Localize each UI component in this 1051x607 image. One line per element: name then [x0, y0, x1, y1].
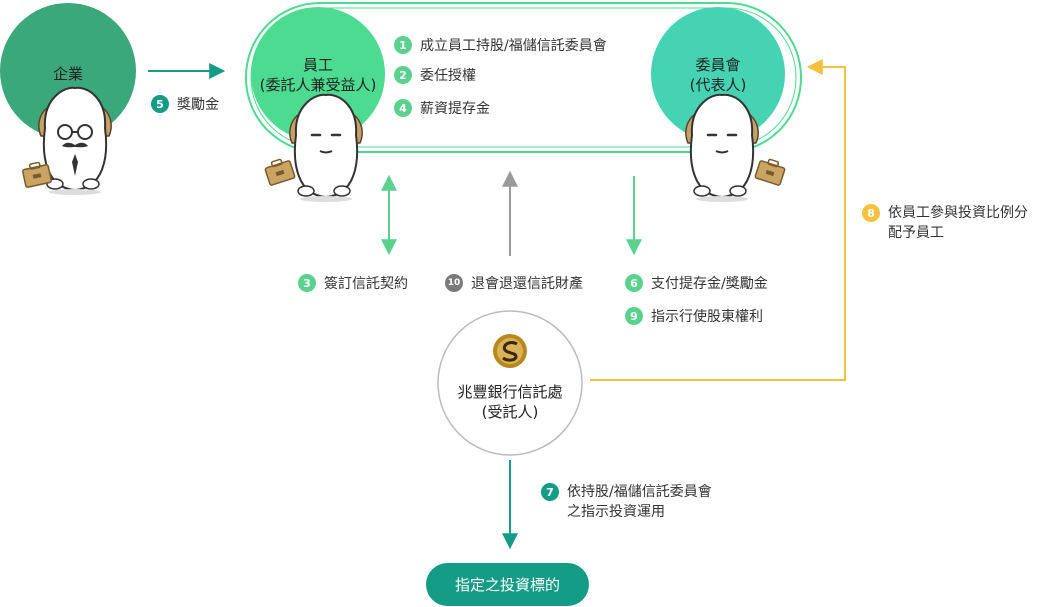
- step-10-badge: 10: [445, 274, 463, 292]
- step-7: 7 依持股/福儲信託委員會 之指示投資運用: [541, 482, 712, 522]
- committee-label-line-2: (代表人): [689, 76, 747, 94]
- employee-circle: [251, 7, 385, 141]
- step-8-text-line-2: 配予員工: [888, 225, 944, 241]
- mascot-icon: [262, 93, 364, 203]
- step-10: 10 退會退還信託財產: [445, 273, 583, 293]
- step-6-text: 支付提存金/獎勵金: [651, 276, 768, 292]
- enterprise-label: 企業: [52, 65, 83, 83]
- step-5-text: 獎勵金: [177, 97, 219, 113]
- step-4-badge: 4: [394, 99, 412, 117]
- step-8: 8 依員工參與投資比例分 配予員工: [862, 203, 1028, 243]
- mascot-with-glasses-icon: [20, 86, 113, 196]
- trustee-circle: [437, 310, 583, 456]
- briefcase-icon: [262, 155, 296, 187]
- step-2-badge: 2: [394, 66, 412, 84]
- step-8-text-line-1: 依員工參與投資比例分: [888, 205, 1028, 221]
- step-3-text: 簽訂信託契約: [324, 276, 408, 292]
- step-9: 9 指示行使股東權利: [625, 306, 763, 326]
- committee-circle: [651, 7, 785, 141]
- step-2: 2 委任授權: [394, 65, 476, 85]
- employee-label-line-1: 員工: [302, 56, 333, 74]
- step-9-badge: 9: [625, 307, 643, 325]
- step-1-badge: 1: [394, 36, 412, 54]
- bank-logo-icon: [493, 334, 527, 368]
- step-10-text: 退會退還信託財產: [471, 276, 583, 292]
- trustee-label-line-1: 兆豐銀行信託處: [457, 383, 563, 401]
- step-7-text-line-1: 依持股/福儲信託委員會: [567, 484, 712, 500]
- employee-label-line-2: (委託人兼受益人): [259, 76, 377, 94]
- step-7-badge: 7: [541, 483, 559, 501]
- arrow-trustee-to-committee: [590, 59, 846, 381]
- step-2-text: 委任授權: [420, 68, 476, 84]
- step-8-badge: 8: [862, 204, 880, 222]
- employee-committee-container-inner: [250, 7, 797, 148]
- step-3-badge: 3: [298, 274, 316, 292]
- step-6: 6 支付提存金/獎勵金: [625, 273, 768, 293]
- committee-label-line-1: 委員會: [695, 56, 741, 74]
- employee-committee-container: [245, 2, 802, 153]
- step-1: 1 成立員工持股/福儲信託委員會: [394, 35, 607, 55]
- step-9-text: 指示行使股東權利: [651, 309, 763, 325]
- committee-label: 委員會 (代表人): [658, 55, 778, 95]
- step-7-text-line-2: 之指示投資運用: [567, 504, 665, 520]
- step-3: 3 簽訂信託契約: [298, 273, 408, 293]
- step-5-badge: 5: [151, 95, 169, 113]
- briefcase-icon: [754, 155, 788, 187]
- mascot-icon: [684, 93, 788, 203]
- trustee-label-line-2: (受託人): [481, 403, 539, 421]
- step-4-text: 薪資提存金: [420, 101, 490, 117]
- briefcase-icon: [20, 159, 53, 189]
- step-4: 4 薪資提存金: [394, 98, 490, 118]
- employee-label: 員工 (委託人兼受益人): [248, 55, 388, 95]
- trustee-label: 兆豐銀行信託處 (受託人): [440, 382, 580, 422]
- step-5: 5 獎勵金: [151, 94, 219, 114]
- step-6-badge: 6: [625, 274, 643, 292]
- investment-target-button[interactable]: 指定之投資標的: [426, 563, 589, 606]
- step-1-text: 成立員工持股/福儲信託委員會: [420, 38, 607, 54]
